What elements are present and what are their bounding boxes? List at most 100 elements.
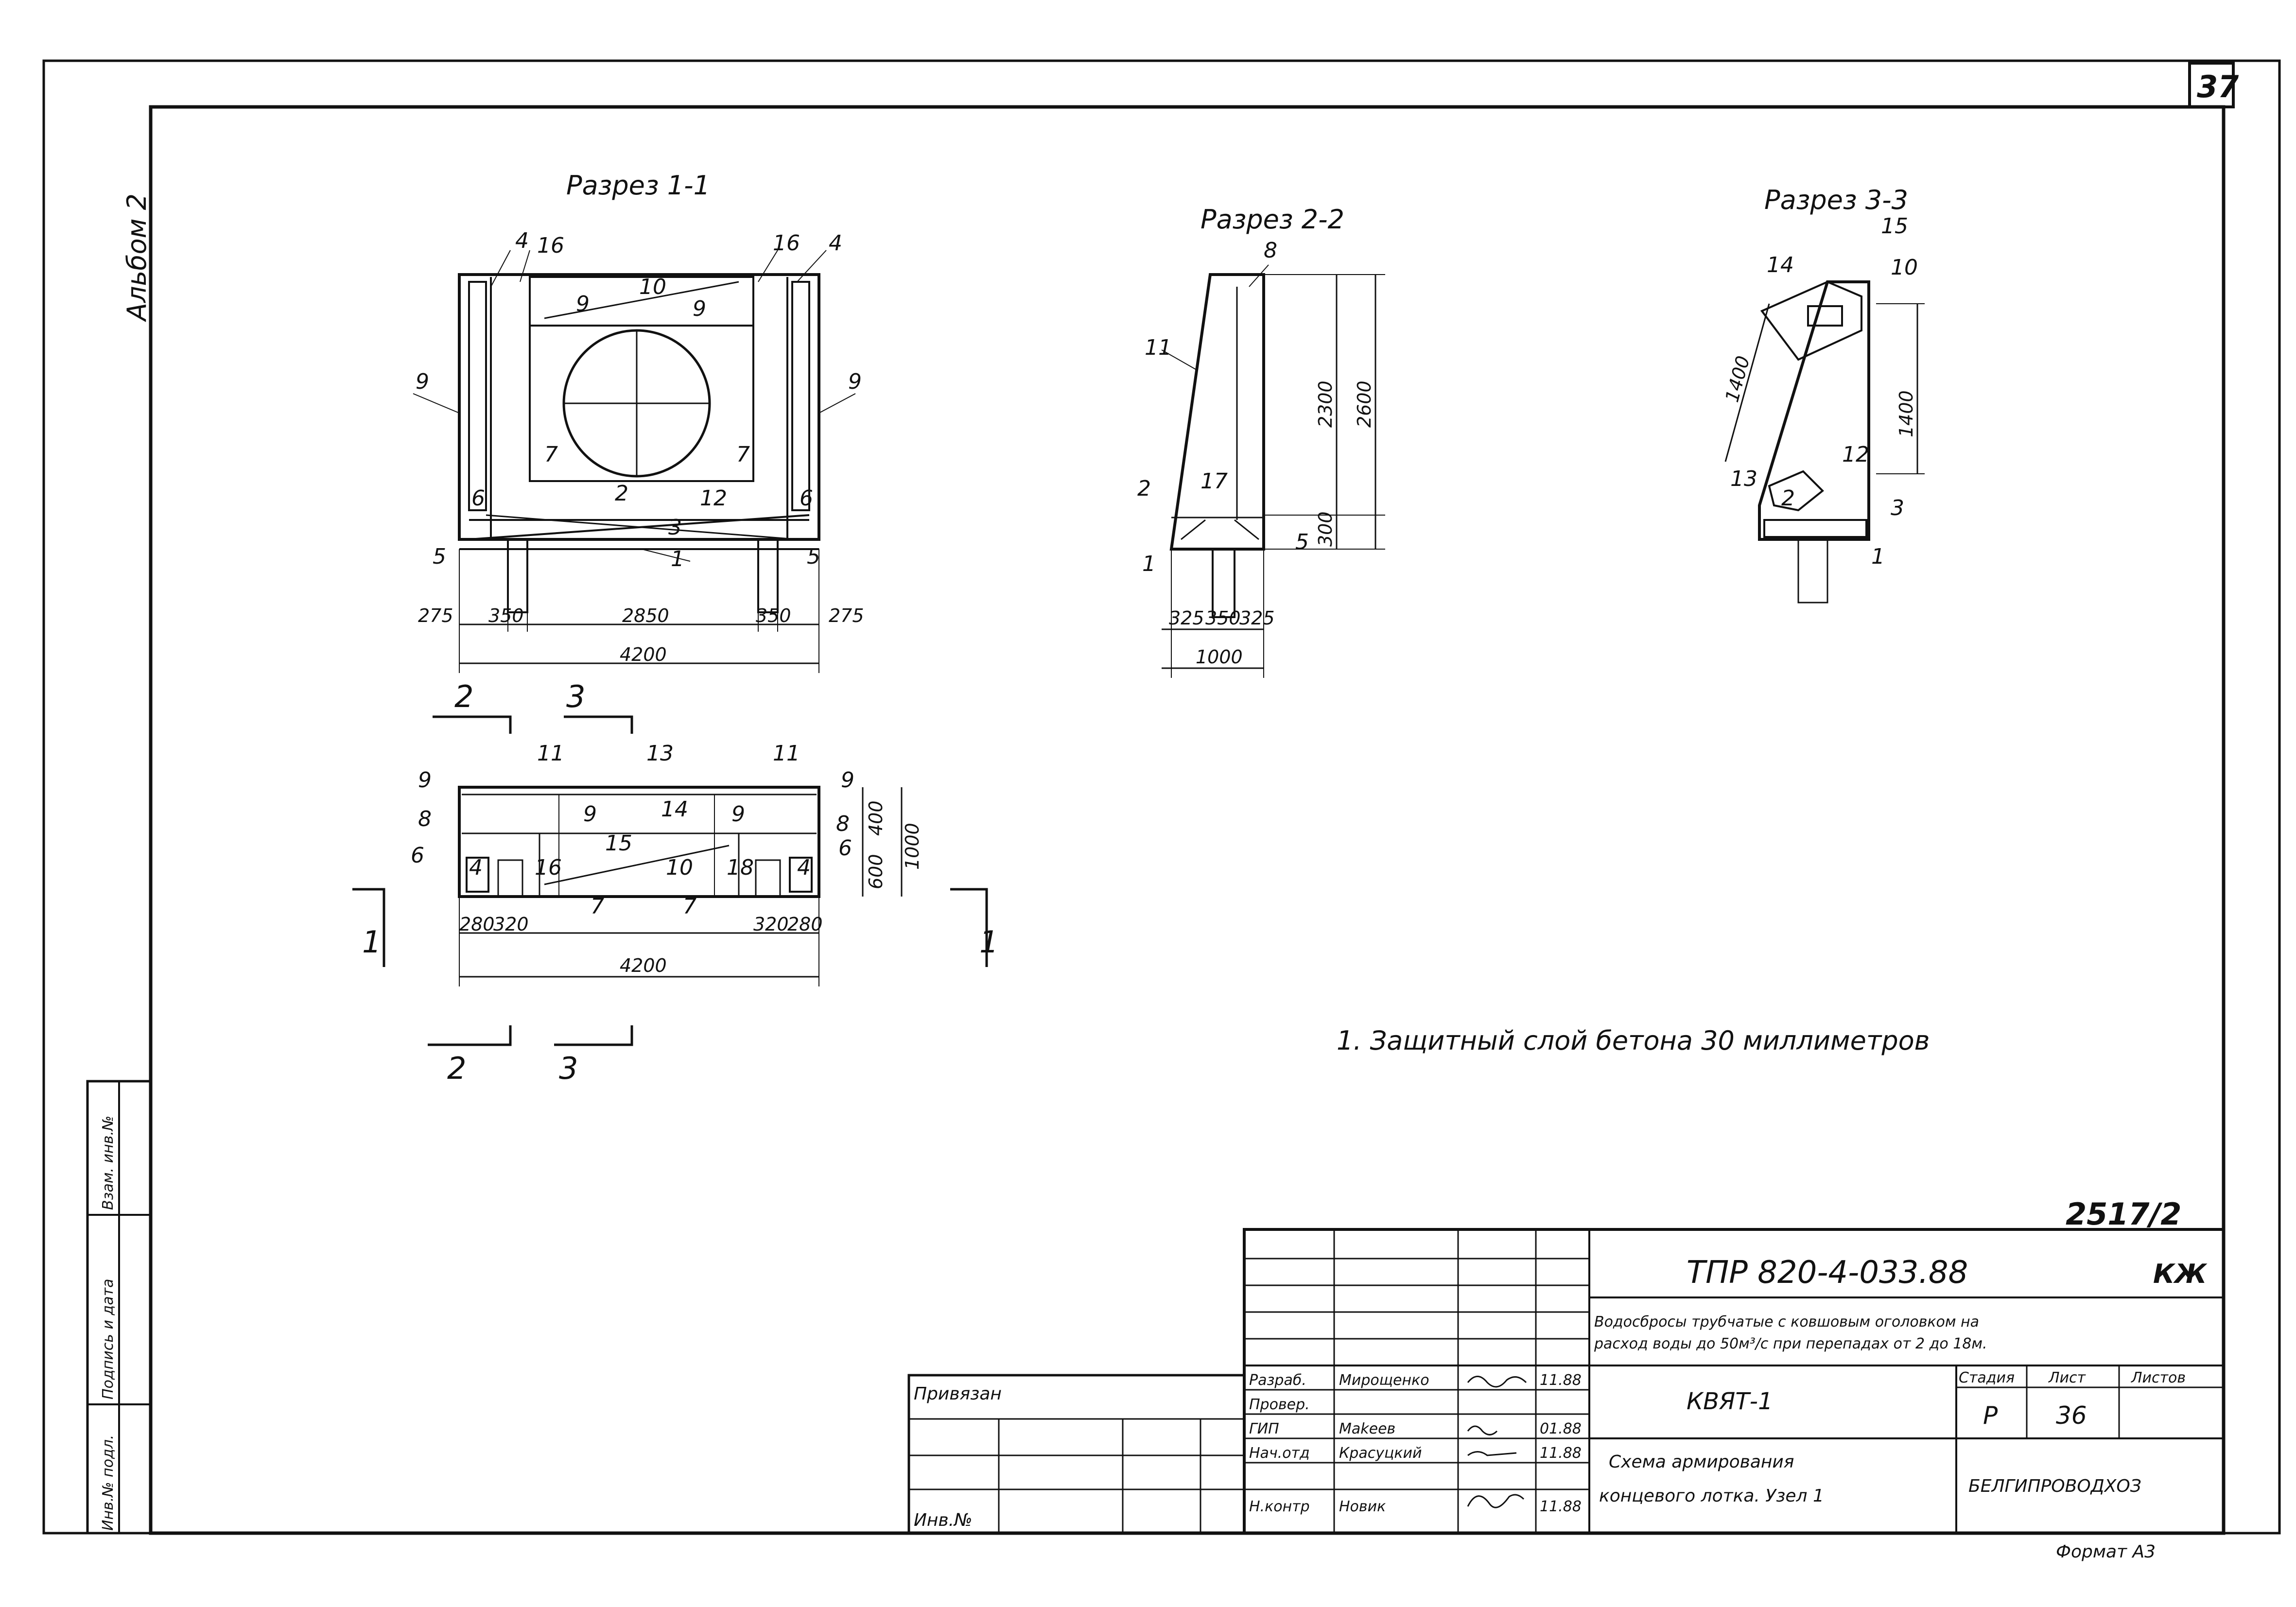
sheet-number-box xyxy=(2188,62,2235,108)
callout: 1 xyxy=(1142,552,1156,576)
date: 11.88 xyxy=(1540,1372,1582,1389)
dimension: 275 xyxy=(829,605,864,626)
doc-code: ТПР 820-4-033.88 xyxy=(1687,1255,1968,1291)
callout: 7 xyxy=(683,894,696,919)
callout: 4 xyxy=(469,855,483,880)
callout: 1 xyxy=(1871,544,1885,569)
callout: 13 xyxy=(646,741,674,766)
strip-inv-label: Инв.№ подл. xyxy=(100,1435,117,1531)
drawing-title-line-2: концевого лотка. Узел 1 xyxy=(1599,1486,1824,1506)
dimension: 2600 xyxy=(1354,380,1375,428)
role: Нач.отд xyxy=(1249,1445,1310,1462)
callout: 9 xyxy=(731,802,745,827)
role: Провер. xyxy=(1249,1396,1310,1413)
signature xyxy=(1467,1376,1527,1388)
callout: 9 xyxy=(583,802,597,827)
callout: 6 xyxy=(411,843,424,868)
stage-value: Р xyxy=(1983,1401,1998,1430)
name: Мирощенко xyxy=(1339,1372,1429,1389)
dimension: 280 xyxy=(787,914,823,935)
dimension: 320 xyxy=(493,914,529,935)
callout: 5 xyxy=(1295,530,1309,554)
section-2-2: Разрез 2-2 8 11 2 17 1 5 2300 2600 300 3… xyxy=(1137,204,1385,678)
callout: 4 xyxy=(829,231,842,256)
callout: 8 xyxy=(836,812,850,836)
cut-mark: 2 xyxy=(454,679,473,714)
dimension: 1000 xyxy=(902,823,923,870)
callout: 9 xyxy=(693,296,706,321)
section-3-3-title: Разрез 3-3 xyxy=(1764,185,1908,215)
callout: 16 xyxy=(537,233,564,258)
description-line-1: Водосбросы трубчатые с ковшовым оголовко… xyxy=(1594,1313,1979,1331)
cut-mark: 1 xyxy=(979,924,998,960)
callout: 6 xyxy=(471,486,485,511)
callout: 12 xyxy=(700,486,727,511)
callout: 11 xyxy=(773,741,800,766)
dimension: 280 xyxy=(459,914,495,935)
callout: 15 xyxy=(1881,214,1908,239)
section-3-3: Разрез 3-3 15 14 10 12 13 2 3 1 1400 140… xyxy=(1721,185,1925,604)
attached-label: Привязан xyxy=(914,1384,1002,1404)
role: Разраб. xyxy=(1249,1372,1306,1389)
object-name: КВЯТ-1 xyxy=(1687,1388,1773,1415)
strip-sign-label: Подпись и дата xyxy=(100,1279,117,1400)
name: Маkеев xyxy=(1339,1420,1395,1437)
cut-mark: 1 xyxy=(362,924,381,960)
section-2-2-title: Разрез 2-2 xyxy=(1200,204,1344,235)
sheets-header: Листов xyxy=(2131,1369,2186,1386)
callout: 11 xyxy=(537,741,564,766)
dimension: 325 xyxy=(1239,607,1275,629)
callout: 7 xyxy=(544,442,558,467)
callout: 9 xyxy=(841,768,854,793)
callout: 16 xyxy=(773,231,800,256)
dimension: 300 xyxy=(1315,511,1336,547)
title-block: Привязан Инв.№ Разраб. Провер. ГИП Нач.о… xyxy=(907,1228,2225,1562)
callout: 2 xyxy=(1137,476,1151,501)
callout: 14 xyxy=(1767,253,1794,277)
dimension: 325 xyxy=(1169,607,1204,629)
date: 01.88 xyxy=(1540,1420,1582,1437)
callout: 15 xyxy=(605,831,632,856)
dimension: 1400 xyxy=(1896,390,1917,437)
note: 1. Защитный слой бетона 30 миллиметров xyxy=(1337,1025,1930,1056)
cut-mark: 2 xyxy=(447,1051,466,1086)
dimension: 350 xyxy=(488,605,524,626)
callout: 2 xyxy=(1781,486,1795,511)
organization: БЕЛГИПРОВОДХОЗ xyxy=(1968,1476,2141,1496)
outer-frame xyxy=(42,59,2281,1535)
callout: 5 xyxy=(807,544,820,569)
signature xyxy=(1467,1451,1517,1456)
cut-mark: 3 xyxy=(559,1051,578,1086)
callout: 10 xyxy=(666,855,693,880)
callout: 13 xyxy=(1730,467,1757,491)
section-1-1-title: Разрез 1-1 xyxy=(566,170,710,201)
dimension: 350 xyxy=(756,605,791,626)
dimension: 2850 xyxy=(622,605,669,626)
section-1-1: Разрез 1-1 4 16 10 16 4 9 9 9 9 7 xyxy=(413,170,864,673)
role: ГИП xyxy=(1249,1420,1279,1437)
name: Красуцкий xyxy=(1339,1445,1422,1462)
callout: 8 xyxy=(1264,238,1277,263)
dimension: 2300 xyxy=(1315,380,1336,428)
dimension: 350 xyxy=(1205,607,1241,629)
callout: 8 xyxy=(418,807,432,831)
sheet-value: 36 xyxy=(2056,1401,2087,1430)
callout: 3 xyxy=(1891,496,1904,520)
signature xyxy=(1467,1425,1498,1435)
sheet-header: Лист xyxy=(2048,1369,2087,1386)
callout: 1 xyxy=(671,547,684,571)
sheet-number: 37 xyxy=(2197,69,2239,104)
role: Н.контр xyxy=(1249,1498,1310,1515)
inv-no-label: Инв.№ xyxy=(914,1510,973,1530)
callout: 5 xyxy=(433,544,446,569)
callout: 10 xyxy=(639,275,666,299)
dimension: 4200 xyxy=(620,955,667,976)
plan-view: 11 13 11 9 9 14 9 9 8 8 15 10 6 4 16 18 … xyxy=(352,679,998,1086)
callout: 2 xyxy=(615,481,628,506)
dimension: 320 xyxy=(753,914,789,935)
callout: 16 xyxy=(535,855,562,880)
format-label: Формат А3 xyxy=(2056,1542,2156,1562)
dimension: 600 xyxy=(865,854,887,889)
doc-mark: КЖ xyxy=(2153,1259,2208,1289)
dimension: 4200 xyxy=(620,644,667,665)
